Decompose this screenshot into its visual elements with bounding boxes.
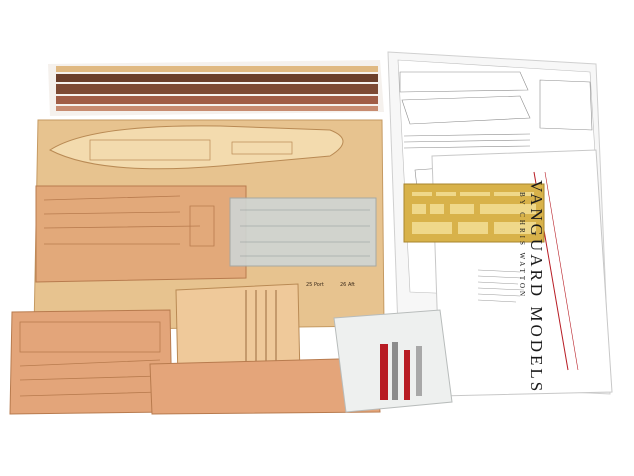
brass-etch-fret (403, 183, 545, 243)
fret-label-b: 26 Aft (340, 282, 355, 288)
laser-cut-sheets (9, 119, 385, 415)
brand-subtitle: BY CHRIS WATTON (518, 192, 526, 300)
fittings-bags (333, 309, 453, 413)
brand-title: VANGUARD MODELS (527, 180, 546, 395)
wood-strips-bundle (48, 60, 384, 116)
fret-label-a: 25 Port (306, 282, 324, 288)
